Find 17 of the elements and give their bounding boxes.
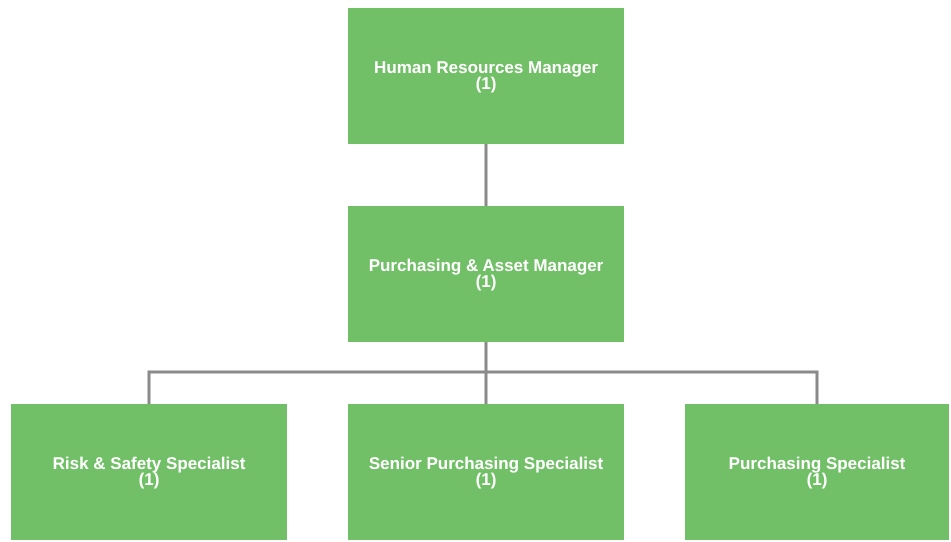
job-title: Purchasing & Asset Manager xyxy=(368,258,604,274)
connector-line xyxy=(484,144,488,206)
headcount: (1) xyxy=(476,472,496,488)
position-box xyxy=(348,8,624,144)
job-title: Senior Purchasing Specialist xyxy=(368,456,604,472)
position-box xyxy=(685,404,949,540)
job-title: Risk & Safety Specialist xyxy=(52,456,246,472)
position-box xyxy=(348,206,624,342)
headcount: (1) xyxy=(476,274,496,290)
headcount: (1) xyxy=(138,472,160,488)
job-title: Purchasing Specialist xyxy=(728,456,906,472)
headcount: (1) xyxy=(476,76,496,92)
connector-line xyxy=(484,342,818,404)
headcount: (1) xyxy=(806,472,828,488)
position-box xyxy=(11,404,287,540)
job-title: Human Resources Manager xyxy=(374,60,598,76)
position-box xyxy=(348,404,624,540)
